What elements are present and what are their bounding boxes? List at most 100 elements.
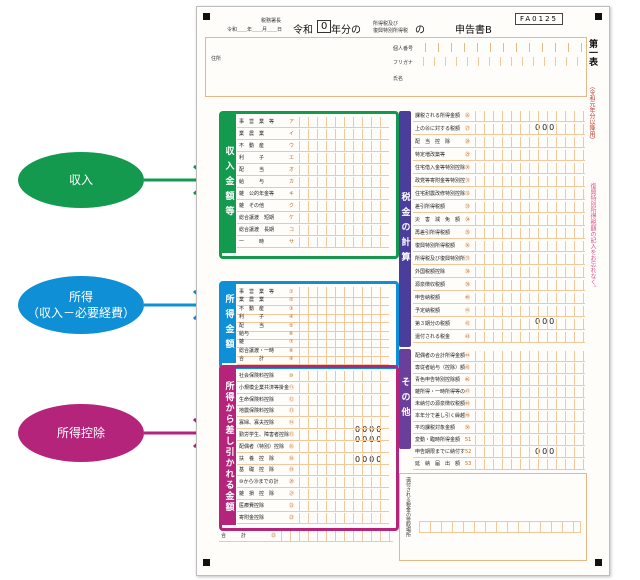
row-entry-cells[interactable] bbox=[299, 371, 389, 381]
row-entry-cells[interactable] bbox=[475, 215, 585, 225]
row-entry-cells[interactable] bbox=[475, 411, 585, 421]
row-entry-cells[interactable] bbox=[299, 165, 389, 175]
address-label: 住所 bbox=[211, 56, 222, 62]
row-entry-cells[interactable] bbox=[475, 280, 585, 290]
row-entry-cells[interactable] bbox=[299, 303, 389, 314]
row-entry-cells[interactable] bbox=[475, 150, 585, 160]
row-entry-cells[interactable] bbox=[299, 453, 389, 464]
row-entry-cells[interactable] bbox=[475, 399, 585, 409]
row-entry-cells[interactable] bbox=[475, 228, 585, 238]
row-entry-cells[interactable] bbox=[299, 477, 389, 488]
row-label: ⑩から⑲までの計 bbox=[239, 479, 279, 486]
row-entry-cells[interactable] bbox=[475, 176, 585, 186]
income-callout-label: 収入 bbox=[68, 173, 93, 187]
row-entry-cells[interactable] bbox=[475, 375, 585, 385]
row-entry-cells[interactable] bbox=[299, 512, 389, 523]
zeros-deduction-1: 0000 bbox=[355, 425, 383, 434]
row-entry-cells[interactable] bbox=[475, 459, 585, 469]
row-entry-cells[interactable] bbox=[299, 189, 389, 199]
row-entry-cells[interactable] bbox=[475, 447, 585, 457]
row-number: コ bbox=[289, 227, 295, 233]
row-entry-cells[interactable] bbox=[475, 137, 585, 147]
row-entry-cells[interactable] bbox=[299, 489, 389, 499]
row-entry-cells[interactable] bbox=[299, 201, 389, 211]
row-label: 総合譲渡・一時 bbox=[239, 347, 275, 354]
row-entry-cells[interactable] bbox=[475, 351, 585, 361]
row-entry-cells[interactable] bbox=[299, 237, 389, 247]
row-entry-cells[interactable] bbox=[299, 441, 389, 452]
row-entry-cells[interactable] bbox=[299, 117, 389, 127]
row-entry-cells[interactable] bbox=[299, 295, 389, 306]
row-entry-cells[interactable] bbox=[475, 363, 585, 373]
income-row-11: 一 時サ bbox=[237, 237, 389, 248]
row-entry-cells[interactable] bbox=[299, 406, 389, 417]
income-row-4: 利 子エ bbox=[237, 153, 389, 164]
row-entry-cells[interactable] bbox=[299, 129, 389, 139]
row-entry-cells[interactable] bbox=[475, 332, 585, 342]
row-entry-cells[interactable] bbox=[299, 141, 389, 151]
row-entry-cells[interactable] bbox=[299, 287, 389, 297]
row-entry-cells[interactable] bbox=[299, 382, 389, 393]
row-number: エ bbox=[289, 155, 295, 161]
earnings-section-label: 所得金額 bbox=[222, 284, 236, 363]
row-entry-cells[interactable] bbox=[475, 111, 585, 121]
row-label: 給 与 bbox=[239, 179, 265, 185]
row-entry-cells[interactable] bbox=[475, 435, 585, 445]
row-label: 事 営 業 等 bbox=[239, 119, 275, 125]
year-box: 0 bbox=[317, 20, 332, 33]
row-entry-cells[interactable] bbox=[475, 202, 585, 212]
row-number: ㉓ bbox=[289, 514, 295, 521]
row-entry-cells[interactable] bbox=[475, 306, 585, 316]
row-entry-cells[interactable] bbox=[475, 387, 585, 397]
row-entry-cells[interactable] bbox=[299, 465, 389, 476]
row-number: ⑭ bbox=[289, 420, 295, 427]
row-entry-cells[interactable] bbox=[299, 213, 389, 223]
row-entry-cells[interactable] bbox=[299, 320, 389, 331]
row-label: 業 農 業 bbox=[239, 297, 265, 304]
row-entry-cells[interactable] bbox=[299, 153, 389, 163]
row-label: 業 農 業 bbox=[239, 131, 265, 137]
row-label: 給与 bbox=[239, 331, 250, 337]
row-entry-cells[interactable] bbox=[475, 267, 585, 277]
row-entry-cells[interactable] bbox=[475, 423, 585, 433]
row-entry-cells[interactable] bbox=[475, 124, 585, 134]
row-number: ク bbox=[289, 203, 295, 209]
row-entry-cells[interactable] bbox=[299, 394, 389, 405]
row-number: ㊼ bbox=[465, 389, 471, 395]
row-entry-cells[interactable] bbox=[475, 163, 585, 173]
row-number: ㊷ bbox=[465, 321, 471, 327]
income-section-label: 収入金額等 bbox=[222, 114, 236, 253]
tax-office-label: 税務署長 bbox=[261, 18, 282, 24]
row-entry-cells[interactable] bbox=[299, 337, 389, 348]
row-entry-cells[interactable] bbox=[299, 500, 389, 511]
row-entry-cells[interactable] bbox=[475, 293, 585, 303]
row-entry-cells[interactable] bbox=[299, 312, 389, 323]
row-number: ⑧ bbox=[289, 347, 294, 354]
row-number: ⑳ bbox=[289, 479, 295, 486]
row-label: 再差引所得税額 bbox=[415, 230, 451, 236]
row-entry-cells[interactable] bbox=[475, 319, 585, 329]
row-label: 住宅耐震改修特別控除 bbox=[415, 191, 465, 197]
row-entry-cells[interactable] bbox=[475, 189, 585, 199]
row-entry-cells[interactable] bbox=[475, 254, 585, 264]
first-table-label: 第一表 bbox=[587, 39, 597, 66]
row-entry-cells[interactable] bbox=[299, 345, 389, 356]
row-entry-cells[interactable] bbox=[299, 418, 389, 429]
row-entry-cells[interactable] bbox=[475, 241, 585, 251]
row-entry-cells[interactable] bbox=[299, 354, 389, 365]
row-entry-cells[interactable] bbox=[299, 329, 389, 339]
row-entry-cells[interactable] bbox=[299, 430, 389, 440]
row-entry-cells[interactable] bbox=[299, 225, 389, 235]
deductions-section bbox=[219, 365, 399, 531]
row-entry-cells[interactable] bbox=[299, 177, 389, 187]
